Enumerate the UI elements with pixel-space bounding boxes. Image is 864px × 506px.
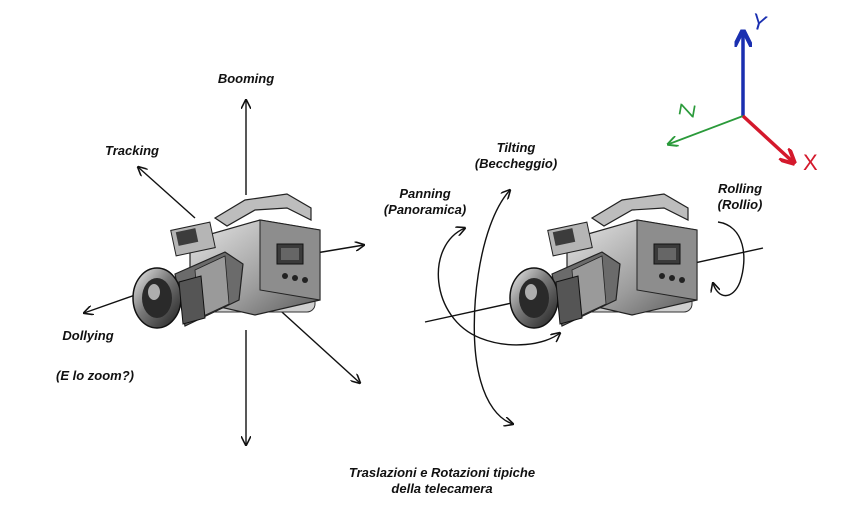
tilting-arc [473, 190, 513, 424]
tracking-back-arrow [271, 302, 360, 383]
booming-label: Booming [217, 71, 275, 86]
rolling-title: Rolling [717, 181, 763, 196]
z-axis-arrow [669, 115, 744, 144]
panning-subtitle: (Panoramica) [383, 202, 467, 217]
coordinate-axes: Y Z X [669, 8, 818, 175]
x-axis-label: X [803, 150, 818, 175]
dollying-back-arrow [315, 245, 364, 254]
panning-arc [437, 228, 560, 346]
caption-line-2: della telecamera [391, 481, 493, 496]
rolling-label: Rolling (Rollio) [700, 181, 780, 213]
rolling-subtitle: (Rollio) [717, 197, 763, 212]
tilting-label: Tilting (Beccheggio) [456, 140, 576, 172]
tracking-label: Tracking [105, 143, 159, 158]
panning-title: Panning [399, 186, 451, 201]
z-axis-label: Z [674, 102, 701, 120]
right-camera-image [509, 193, 698, 329]
diagram-caption: Traslazioni e Rotazioni tipiche della te… [292, 465, 592, 497]
dollying-label: Dollying [62, 328, 114, 343]
panning-label: Panning (Panoramica) [370, 186, 480, 218]
zoom-note-label: (E lo zoom?) [56, 368, 134, 383]
left-camera-image [132, 193, 321, 329]
y-axis-label: Y [749, 8, 770, 36]
x-axis-arrow [741, 114, 793, 162]
tracking-arrow [138, 167, 196, 219]
rolling-arc [713, 221, 745, 297]
caption-line-1: Traslazioni e Rotazioni tipiche [348, 465, 536, 480]
tilting-title: Tilting [496, 140, 536, 155]
tilting-subtitle: (Beccheggio) [474, 156, 558, 171]
